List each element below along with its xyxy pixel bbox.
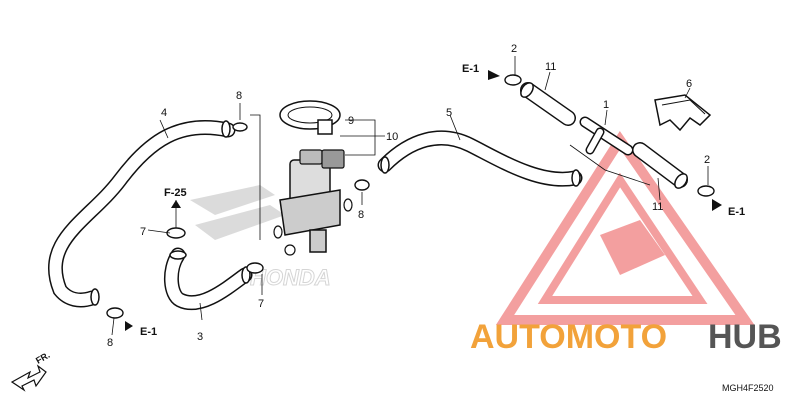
hose-3 (164, 247, 253, 311)
label-part-4: 4 (161, 107, 167, 119)
clamps (106, 74, 715, 319)
label-part-9: 9 (348, 115, 354, 127)
ref-arrows (125, 70, 722, 331)
label-part-2-top: 2 (511, 43, 517, 55)
valve-assembly-10 (273, 149, 353, 256)
diagram-code: MGH4F2520 (722, 383, 774, 393)
clamp-2-top (504, 74, 522, 86)
label-part-1: 1 (603, 99, 609, 111)
joint-1 (579, 116, 634, 156)
tube-11-top (520, 82, 576, 126)
clamp-8-bottom (106, 307, 124, 319)
label-part-8-bottom: 8 (107, 337, 113, 349)
label-part-8-top: 8 (236, 90, 242, 102)
leader-lines (111, 56, 709, 336)
watermark-logo (495, 130, 755, 325)
label-part-2-bottom: 2 (704, 154, 710, 166)
watermark-part2: HUB (708, 318, 782, 356)
clamp-7-bottom (246, 262, 264, 274)
label-part-10: 10 (386, 131, 398, 143)
band-9 (279, 100, 341, 135)
label-part-6: 6 (686, 78, 692, 90)
label-part-8-right: 8 (358, 209, 364, 221)
tube-11-bottom (632, 142, 688, 189)
watermark-part1: AUTOMOTO (470, 318, 667, 356)
hose-5 (377, 130, 583, 187)
bracket-6 (654, 94, 712, 132)
label-part-11-top: 11 (545, 61, 556, 73)
ref-e1-right: E-1 (728, 206, 745, 218)
label-part-5: 5 (446, 107, 452, 119)
ref-f25: F-25 (164, 187, 187, 199)
hose-4 (47, 119, 236, 308)
front-direction-label: FR. (34, 350, 52, 366)
clamp-2-bottom (697, 185, 715, 197)
front-direction-arrow: FR. (10, 350, 52, 392)
label-part-11-bottom: 11 (652, 201, 663, 213)
label-part-7-left: 7 (140, 226, 146, 238)
clamp-8-top (232, 122, 248, 132)
ref-e1-bottom: E-1 (140, 326, 157, 338)
watermark-text: AUTOMOTO HUB (470, 318, 782, 356)
clamp-8-right (354, 179, 370, 191)
label-part-3: 3 (197, 331, 203, 343)
ref-e1-top: E-1 (462, 63, 479, 75)
label-part-7-bottom: 7 (258, 298, 264, 310)
